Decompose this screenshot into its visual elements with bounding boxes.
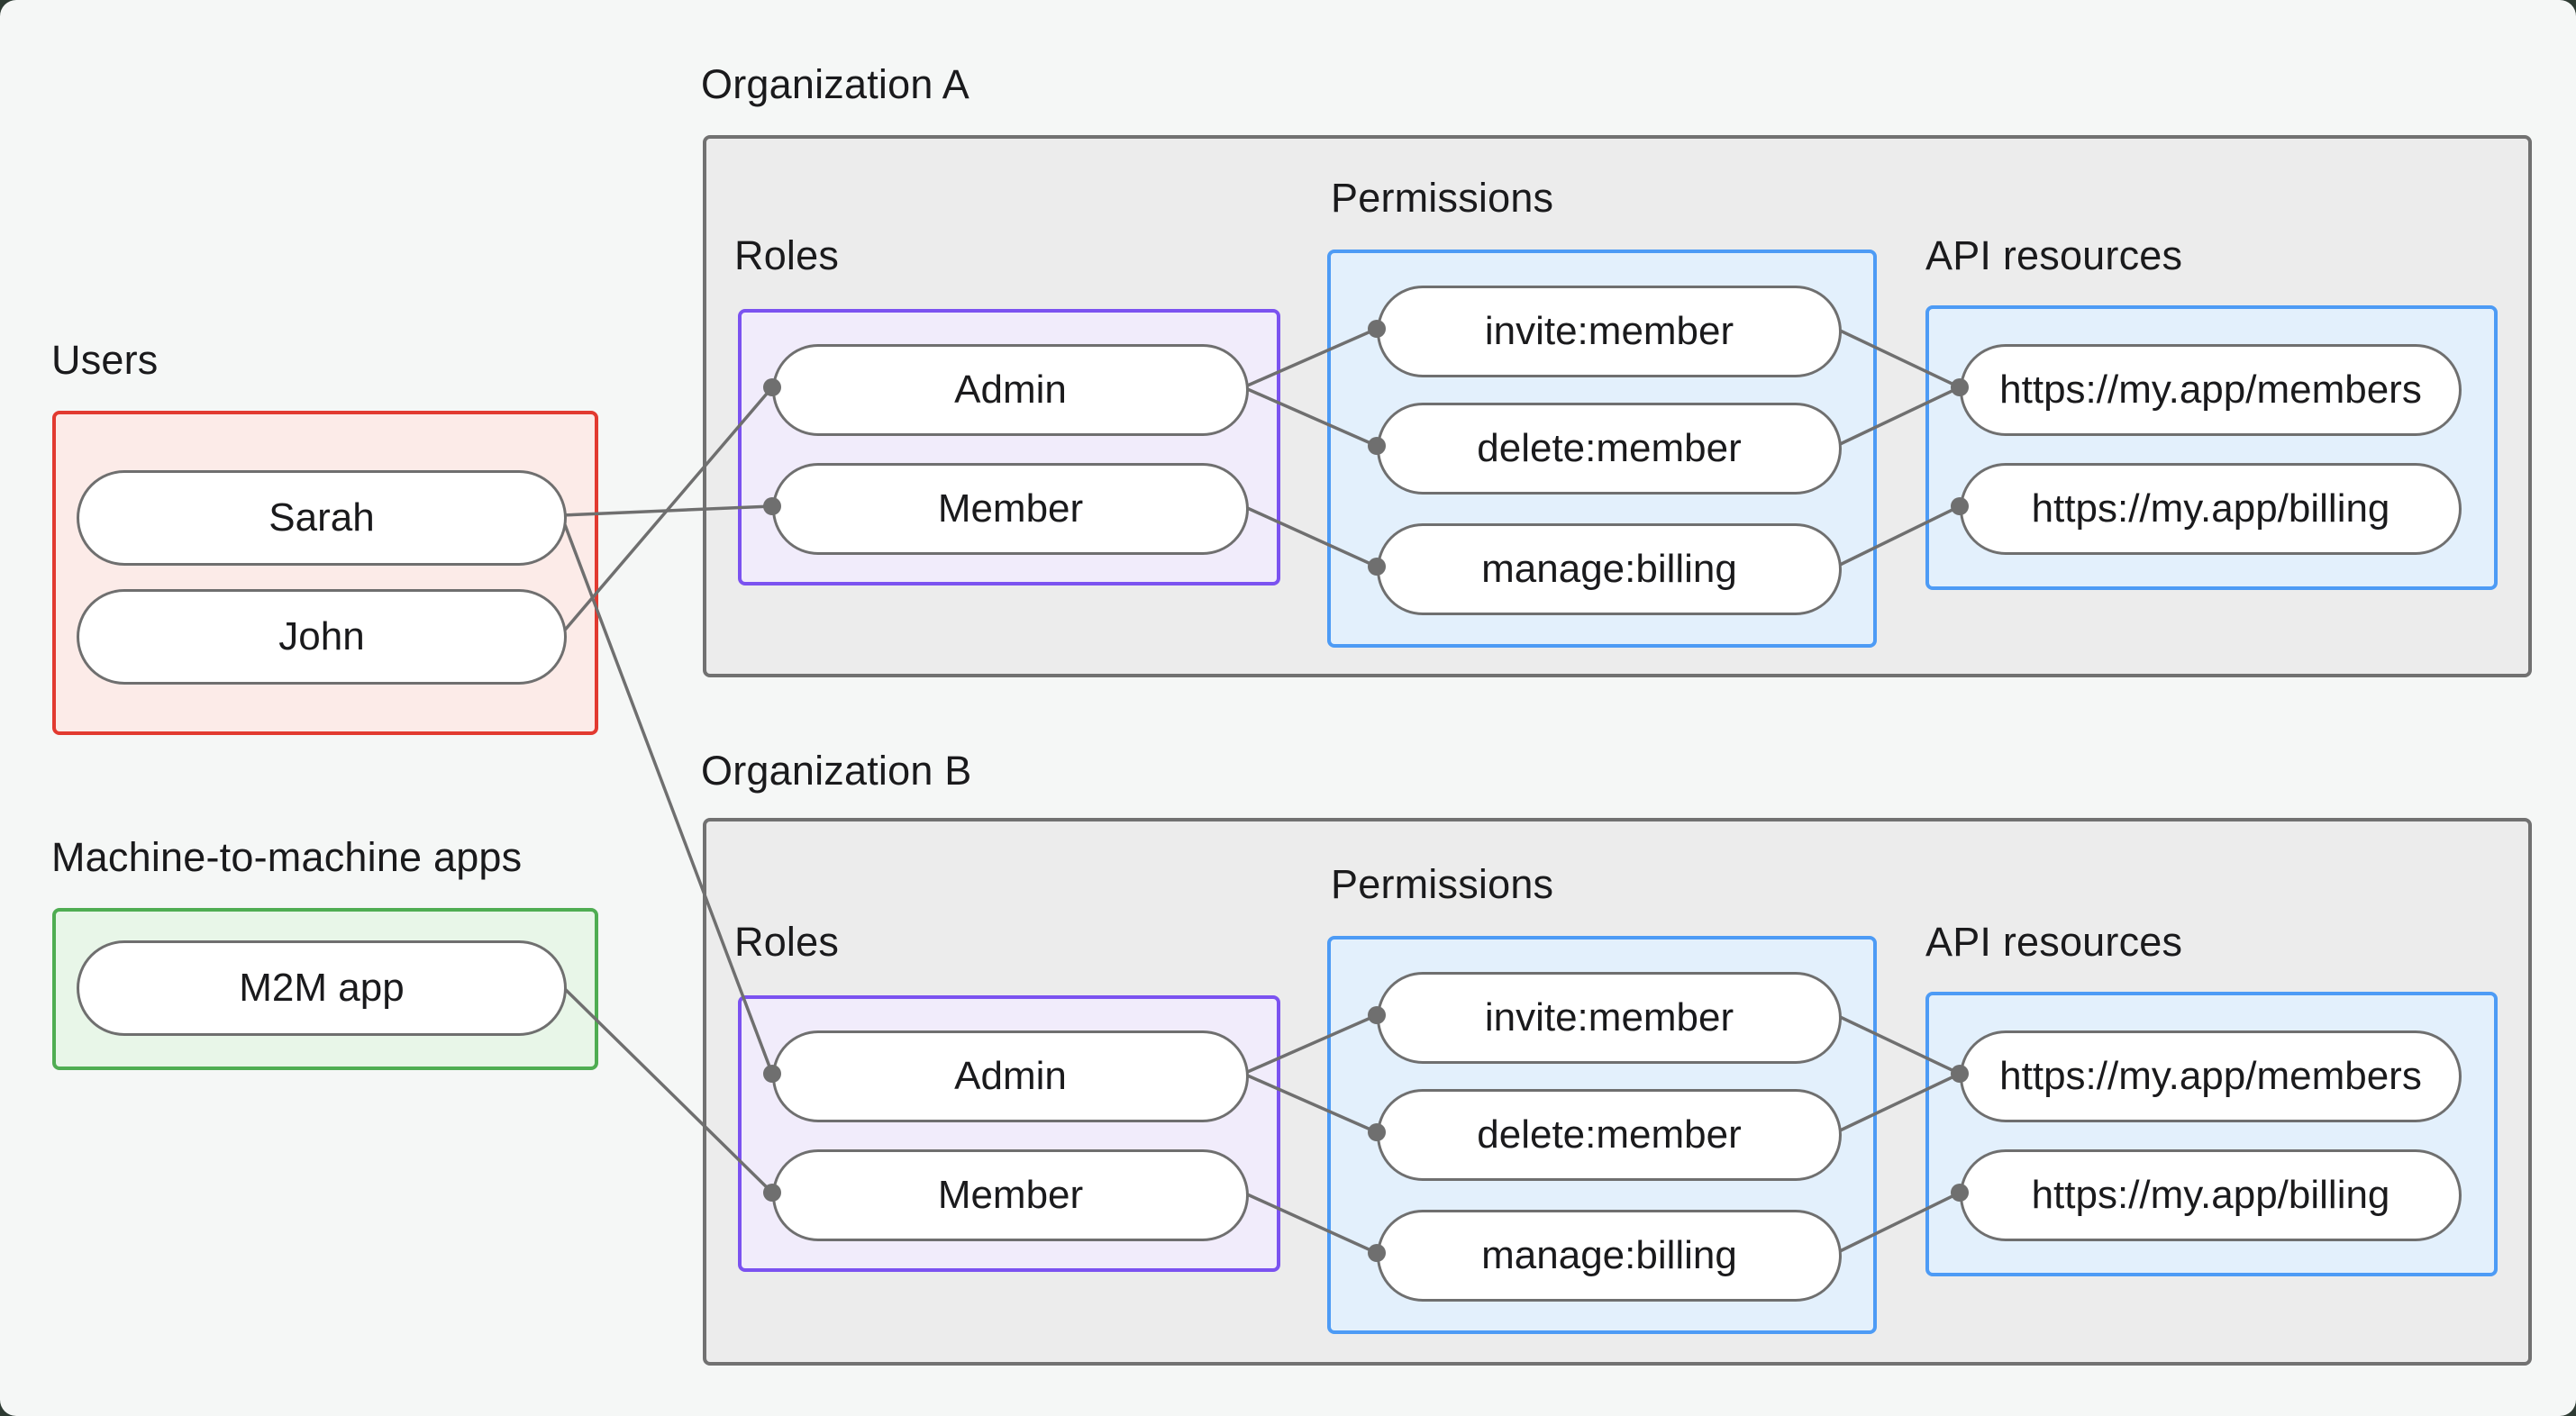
org-a-label: Organization A — [701, 61, 969, 107]
node-org-a-manage-billing-label: manage:billing — [1481, 547, 1737, 591]
node-org-b-billing-api: https://my.app/billing — [1960, 1149, 2462, 1241]
node-org-a-billing-api: https://my.app/billing — [1960, 463, 2462, 555]
node-org-b-members-api: https://my.app/members — [1960, 1030, 2462, 1122]
users-group-label: Users — [51, 337, 159, 383]
node-org-b-members-api-label: https://my.app/members — [1999, 1054, 2422, 1098]
node-org-a-invite-member-label: invite:member — [1484, 309, 1734, 353]
node-sarah-label: Sarah — [269, 495, 375, 540]
org-a-api-resources-label: API resources — [1925, 232, 2183, 278]
node-john-label: John — [278, 614, 365, 658]
node-org-b-invite-member-label: invite:member — [1484, 995, 1734, 1039]
node-org-b-admin: Admin — [772, 1030, 1249, 1122]
node-org-b-manage-billing-label: manage:billing — [1481, 1233, 1737, 1277]
org-b-api-resources-label: API resources — [1925, 919, 2183, 965]
node-org-a-billing-api-label: https://my.app/billing — [2031, 486, 2390, 531]
node-m2m-app: M2M app — [77, 940, 567, 1036]
node-org-a-manage-billing: manage:billing — [1377, 523, 1842, 615]
node-org-b-manage-billing: manage:billing — [1377, 1210, 1842, 1302]
node-john: John — [77, 589, 567, 685]
node-org-a-invite-member: invite:member — [1377, 286, 1842, 377]
org-b-label: Organization B — [701, 748, 972, 794]
org-b-permissions-label: Permissions — [1331, 861, 1554, 907]
node-org-a-delete-member: delete:member — [1377, 403, 1842, 495]
org-b-roles-label: Roles — [734, 919, 840, 965]
node-org-a-delete-member-label: delete:member — [1477, 426, 1742, 470]
org-a-roles-label: Roles — [734, 232, 840, 278]
users-group-box — [52, 411, 598, 735]
node-org-a-member-label: Member — [937, 486, 1084, 531]
node-sarah: Sarah — [77, 470, 567, 566]
org-a-permissions-label: Permissions — [1331, 175, 1554, 221]
node-org-b-delete-member-label: delete:member — [1477, 1112, 1742, 1157]
node-org-b-delete-member: delete:member — [1377, 1089, 1842, 1181]
node-org-b-member: Member — [772, 1149, 1249, 1241]
node-org-b-admin-label: Admin — [954, 1054, 1067, 1098]
node-org-a-admin-label: Admin — [954, 368, 1067, 412]
node-org-b-invite-member: invite:member — [1377, 972, 1842, 1064]
node-m2m-app-label: M2M app — [239, 966, 405, 1010]
node-org-a-member: Member — [772, 463, 1249, 555]
node-org-a-admin: Admin — [772, 344, 1249, 436]
node-org-a-members-api-label: https://my.app/members — [1999, 368, 2422, 412]
node-org-b-member-label: Member — [937, 1173, 1084, 1217]
m2m-group-label: Machine-to-machine apps — [51, 834, 523, 880]
node-org-b-billing-api-label: https://my.app/billing — [2031, 1173, 2390, 1217]
node-org-a-members-api: https://my.app/members — [1960, 344, 2462, 436]
